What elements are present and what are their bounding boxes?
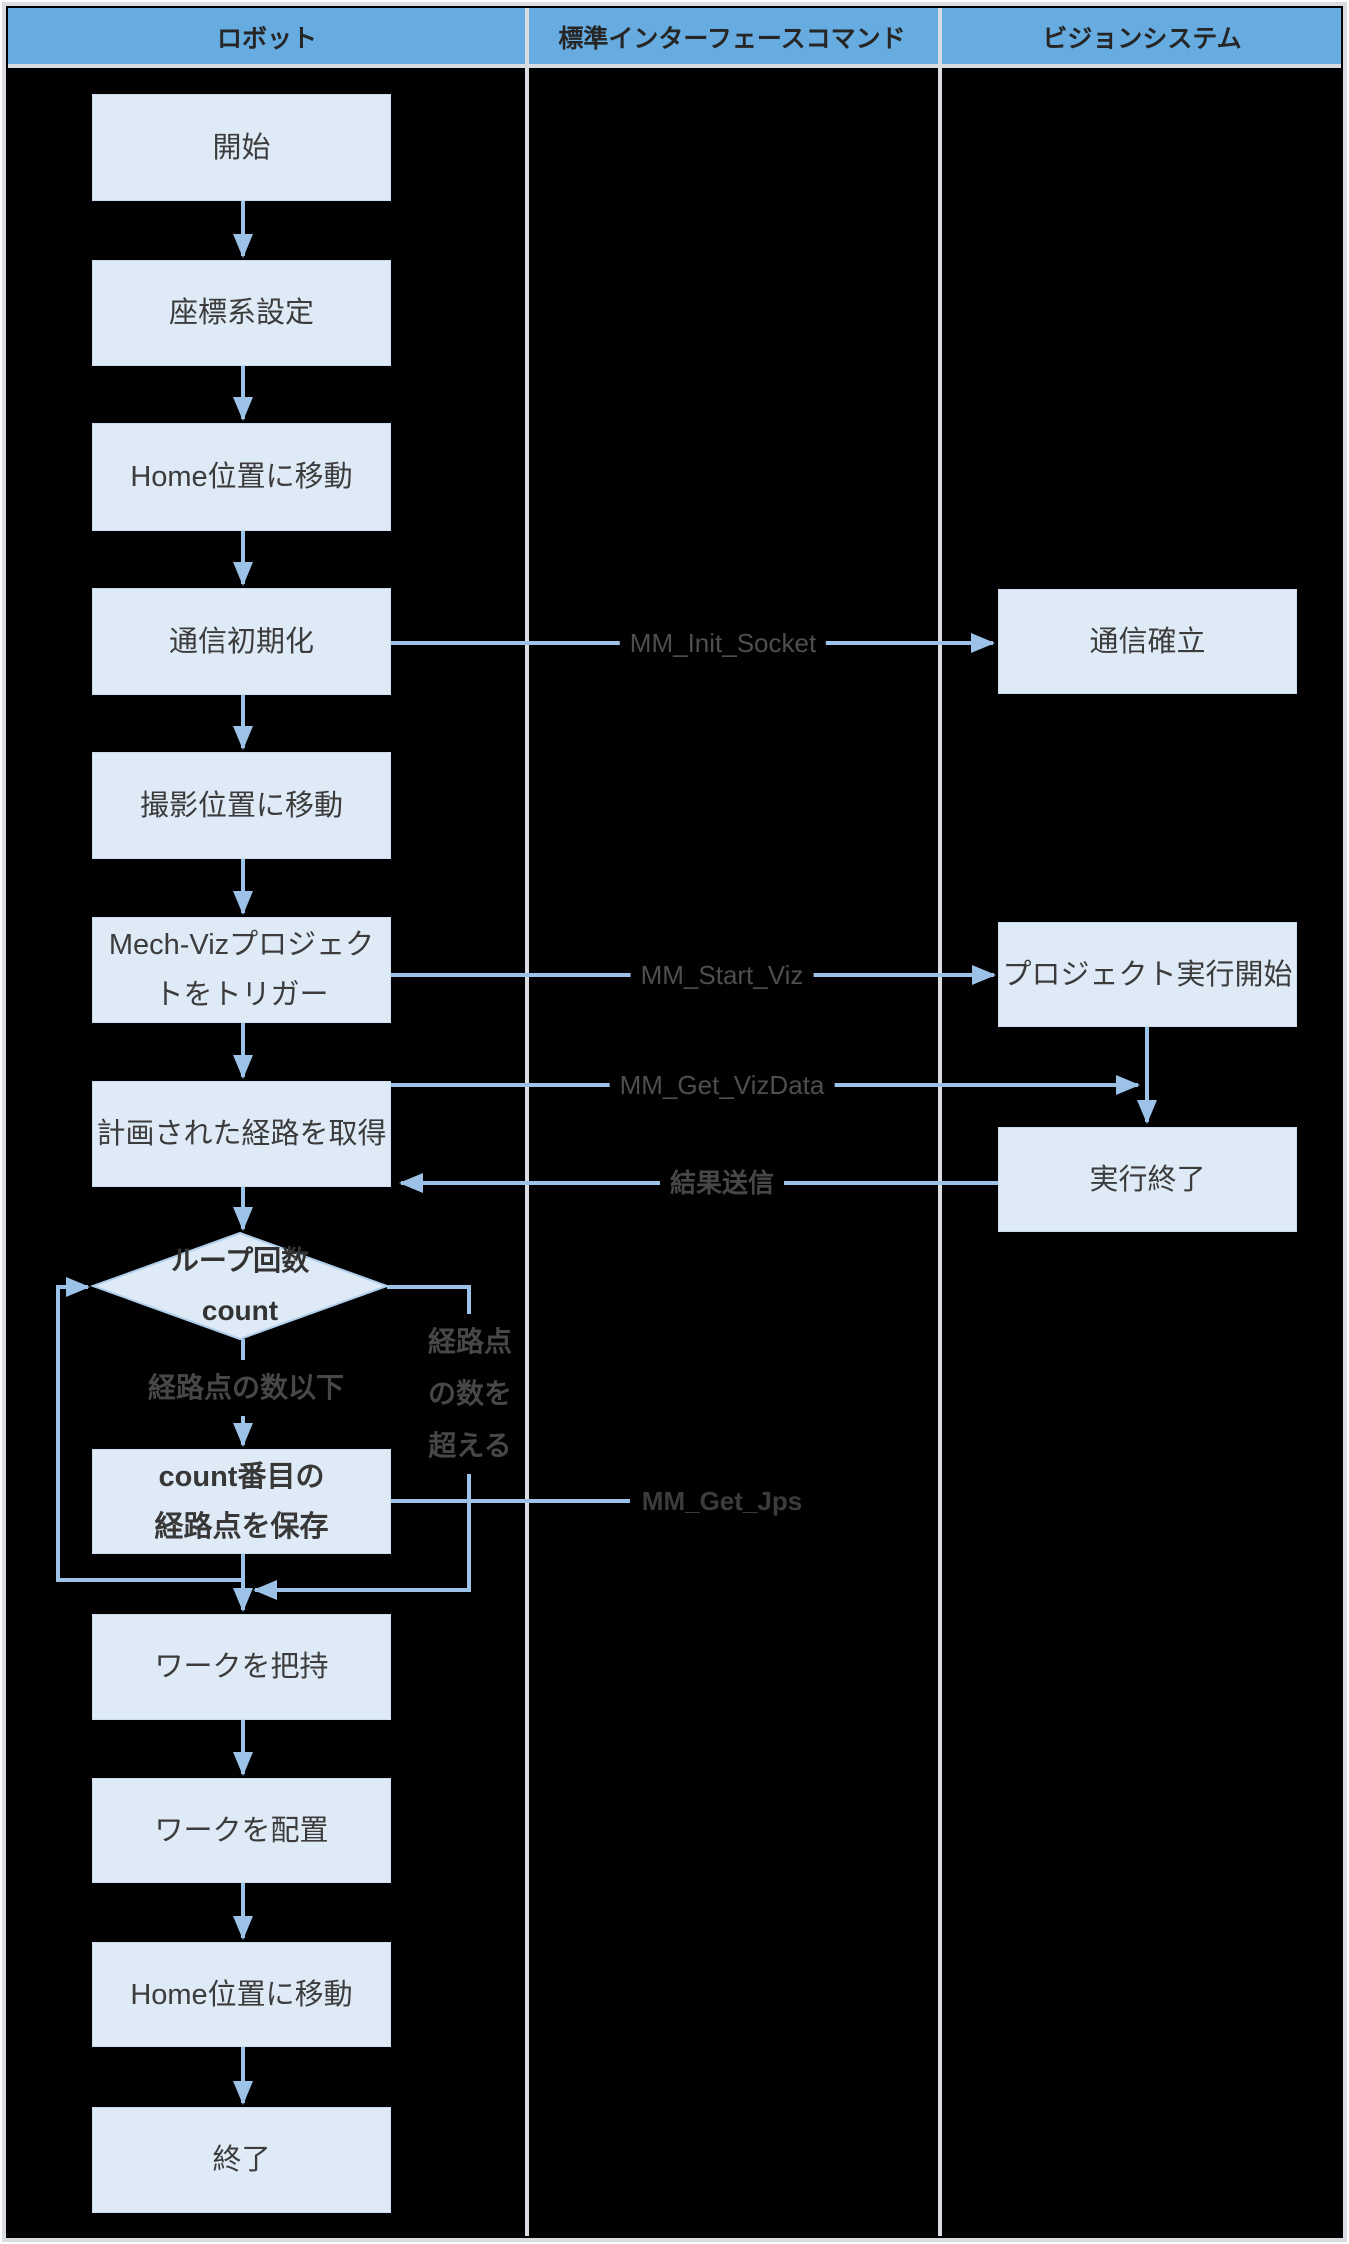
label-branch-exceed-count: 経路点 の数を 超える xyxy=(417,1314,523,1474)
node-capture-move: 撮影位置に移動 xyxy=(92,752,391,859)
lane-divider-1 xyxy=(525,8,529,2236)
node-grasp: ワークを把持 xyxy=(92,1614,391,1720)
node-loop-decision-label: ループ回数 count xyxy=(170,1245,310,1326)
label-send-result: 結果送信 xyxy=(659,1155,785,1211)
label-branch-within-count: 経路点の数以下 xyxy=(137,1360,355,1416)
node-home-move-1: Home位置に移動 xyxy=(92,423,391,531)
node-project-start: プロジェクト実行開始 xyxy=(998,922,1297,1027)
node-start: 開始 xyxy=(92,94,391,201)
label-mm-get-vizdata: MM_Get_VizData xyxy=(609,1057,835,1113)
label-mm-init-socket: MM_Init_Socket xyxy=(619,615,827,671)
node-trigger-viz: Mech-Vizプロジェク トをトリガー xyxy=(92,917,391,1023)
node-coord: 座標系設定 xyxy=(92,260,391,366)
node-run-end: 実行終了 xyxy=(998,1127,1297,1232)
header-underline xyxy=(8,64,1341,68)
label-mm-start-viz: MM_Start_Viz xyxy=(630,947,814,1003)
lane-header-commands: 標準インターフェースコマンド xyxy=(558,25,906,53)
node-save-waypoint: count番目の 経路点を保存 xyxy=(92,1449,391,1554)
loop-decision-diamond xyxy=(90,1231,390,1341)
loop-back-line xyxy=(56,1277,243,1582)
node-place: ワークを配置 xyxy=(92,1778,391,1883)
lane-header-robot: ロボット xyxy=(216,25,318,53)
lane-divider-2 xyxy=(938,8,942,2236)
node-comm-established: 通信確立 xyxy=(998,589,1297,694)
node-comm-init: 通信初期化 xyxy=(92,588,391,695)
label-mm-get-jps: MM_Get_Jps xyxy=(631,1473,813,1529)
node-home-move-2: Home位置に移動 xyxy=(92,1942,391,2047)
header-row xyxy=(8,8,1341,65)
node-end: 終了 xyxy=(92,2107,391,2213)
node-get-path: 計画された経路を取得 xyxy=(92,1081,391,1187)
lane-header-vision: ビジョンシステム xyxy=(1042,25,1242,53)
